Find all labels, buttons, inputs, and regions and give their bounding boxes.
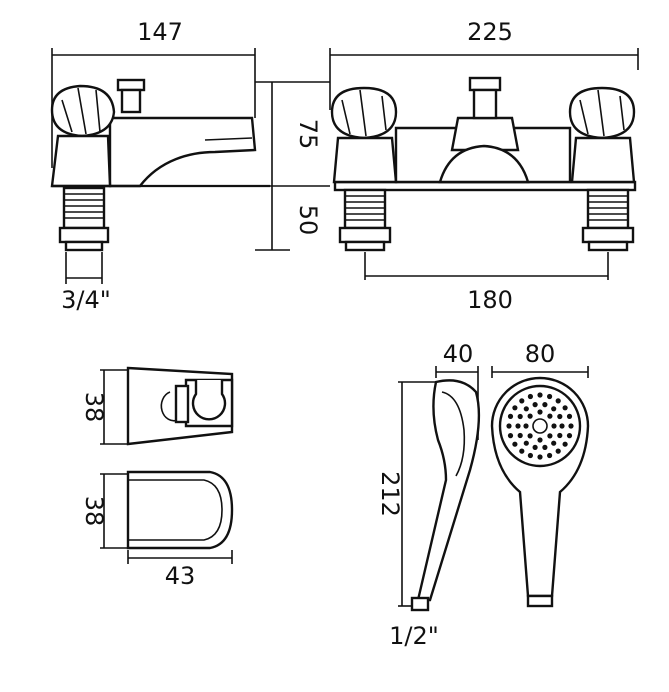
nozzle-dot [557,413,563,420]
nozzle-dot [568,423,574,429]
mixer-side-view [50,48,270,284]
nozzle-dot [562,405,568,411]
nozzle-dot [517,432,523,439]
dim-lower-height: 50 [294,205,322,236]
height-dimension [255,81,330,251]
dim-handset-depth: 40 [443,340,474,368]
nozzle-dot [517,413,523,420]
nozzle-dot [515,423,521,429]
nozzle-dot [547,413,553,419]
holder-side-view [100,470,234,564]
nozzle-dot [532,402,538,408]
nozzle-dot [555,398,561,404]
nozzle-dot [537,437,543,443]
nozzle-dot [519,448,525,454]
nozzle-dot [537,392,543,398]
nozzle-dot [562,441,568,447]
nozzle-dot [542,444,548,450]
dim-handset-length: 212 [376,471,404,517]
nozzle-dot [559,423,565,429]
handset-side-view [398,366,481,612]
nozzle-dot [523,406,529,412]
nozzle-dot [527,413,533,419]
nozzle-dot [527,433,533,439]
nozzle-dot [547,452,553,459]
nozzle-dot [542,402,548,408]
nozzle-dot [555,448,561,454]
holder-front-view [100,366,234,446]
nozzle-dot [527,393,534,400]
nozzle-dot [512,441,518,447]
dim-holder-height-top: 38 [80,392,108,423]
dim-upper-height: 75 [294,119,322,150]
nozzle-dot [519,398,525,404]
nozzle-dot [566,413,573,419]
nozzle-dot [512,405,518,411]
handset-front-view [490,366,590,608]
nozzle-dot [566,433,573,439]
nozzle-dot [551,423,557,429]
nozzle-dot [507,413,514,419]
nozzle-dot [523,440,529,446]
dim-head-diameter: 80 [525,340,556,368]
nozzle-dot [506,423,512,429]
dim-holder-height-bottom: 38 [80,496,108,527]
nozzle-dot [547,393,553,400]
nozzle-dot [557,432,563,439]
dim-side-width: 147 [137,18,183,46]
nozzle-dot [551,406,557,412]
nozzle-dot [537,409,543,415]
nozzle-dot [507,433,514,439]
dim-holder-depth: 43 [165,562,196,590]
mixer-front-view [329,48,639,280]
nozzle-dot [551,440,557,446]
dim-centres: 180 [467,286,513,314]
nozzle-dot [532,444,538,450]
nozzle-dot [523,423,529,429]
nozzle-dot [527,452,534,459]
nozzle-dot [537,454,543,460]
dim-inlet-thread: 3/4" [61,286,111,314]
dim-front-width: 225 [467,18,513,46]
nozzle-pattern [506,392,574,460]
nozzle-dot [547,433,553,439]
dim-handset-thread: 1/2" [389,622,439,650]
